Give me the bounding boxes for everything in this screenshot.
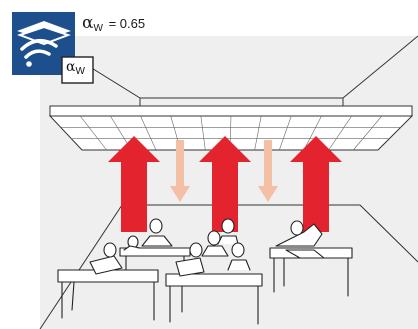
sound-arrows — [108, 136, 342, 232]
alpha-subscript: W — [93, 23, 102, 34]
alpha-symbol: α — [82, 13, 93, 33]
alpha-value: = 0.65 — [109, 16, 146, 31]
alpha-subscript-box: W — [75, 66, 84, 77]
absorption-rating: αW = 0.65 — [82, 13, 145, 34]
alpha-w-box-label: αW — [66, 59, 91, 81]
